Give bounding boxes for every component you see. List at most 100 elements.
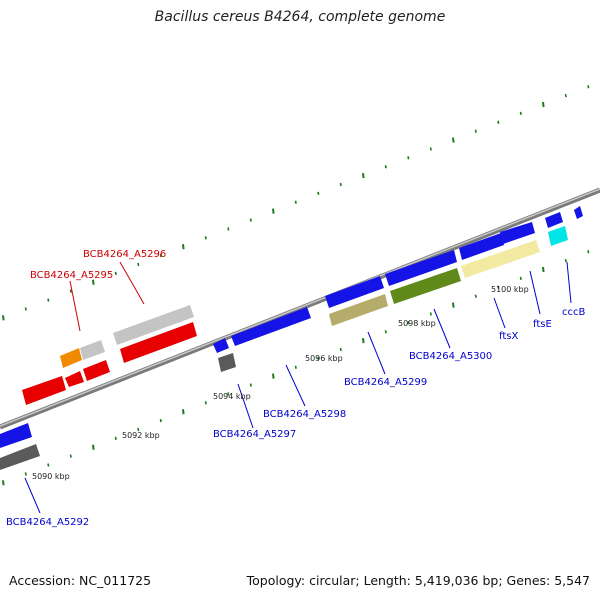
gene-arrow-blue-cccb[interactable] [574, 206, 583, 219]
leader-line-ftse [529, 270, 541, 315]
tick-mark [137, 427, 140, 432]
tick-mark [114, 436, 117, 441]
gene-arrow-blue-ftse[interactable] [500, 222, 535, 244]
gene-arrow-blue-a5298[interactable] [231, 307, 311, 346]
gene-arrow-cyan[interactable] [548, 226, 568, 246]
gene-arrow-grey[interactable] [80, 340, 105, 360]
tick-mark [137, 262, 140, 267]
gene-label-ftsx[interactable]: ftsX [499, 331, 518, 342]
leader-line-ftsx [493, 297, 506, 329]
gene-arrow-blue-small[interactable] [545, 212, 563, 228]
tick-mark [204, 236, 207, 240]
tick-mark [69, 289, 72, 293]
gene-labels: BCB4264_A5292 BCB4264_A5295 BCB4264_A529… [6, 249, 585, 528]
tick-mark [92, 444, 95, 450]
scale-label: 5096 kbp [305, 354, 343, 363]
gene-arrow-darkgrey-small[interactable] [218, 353, 236, 372]
gene-arrow-blue-a5299[interactable] [325, 276, 384, 308]
tick-mark [362, 337, 365, 344]
gene-label-a5299[interactable]: BCB4264_A5299 [344, 377, 427, 388]
tick-mark [294, 200, 297, 204]
scale-label: 5100 kbp [491, 285, 529, 294]
gene-arrow-red-3[interactable] [83, 360, 110, 381]
scale-label: 5094 kbp [213, 392, 251, 401]
gene-arrow-grey-long[interactable] [113, 305, 194, 345]
tick-mark [2, 480, 5, 486]
gene-arrow-olive-light[interactable] [329, 294, 388, 326]
tick-mark [159, 253, 162, 258]
gene-arrow-blue-a5292[interactable] [0, 423, 32, 448]
genome-summary-text: Topology: circular; Length: 5,419,036 bp… [246, 573, 590, 588]
tick-mark [272, 373, 275, 379]
tick-mark [519, 111, 522, 116]
features-upper [60, 206, 583, 368]
tick-mark [497, 120, 500, 124]
tick-mark [2, 315, 5, 321]
tick-mark [407, 156, 410, 160]
tick-mark [542, 101, 545, 108]
tick-mark [182, 409, 185, 415]
leader-line-a5295 [69, 280, 81, 332]
gene-label-a5296[interactable]: BCB4264_A5296 [83, 249, 166, 260]
tick-mark [272, 208, 275, 214]
tick-mark [497, 285, 500, 289]
tick-mark [564, 93, 567, 98]
gene-label-a5297[interactable]: BCB4264_A5297 [213, 429, 296, 440]
gene-arrow-yellow[interactable] [461, 240, 540, 278]
gene-label-a5292[interactable]: BCB4264_A5292 [6, 517, 89, 528]
tick-mark [317, 191, 320, 196]
tick-mark [114, 271, 117, 276]
tick-mark [452, 302, 455, 308]
tick-mark [317, 356, 320, 361]
gene-arrow-darkgrey[interactable] [0, 444, 40, 470]
gene-arrow-blue-a5297[interactable] [213, 338, 229, 353]
leader-line-a5298 [285, 364, 306, 407]
tick-mark [429, 312, 432, 316]
gene-label-a5295[interactable]: BCB4264_A5295 [30, 270, 113, 281]
tick-mark [69, 454, 72, 458]
scale-label: 5092 kbp [122, 431, 160, 440]
tick-mark [249, 218, 252, 222]
tick-mark [339, 347, 342, 352]
leader-line-a5299 [367, 331, 386, 375]
scale-label: 5090 kbp [32, 472, 70, 481]
tick-mark [362, 172, 365, 179]
tick-mark [294, 365, 297, 369]
tick-marks [2, 85, 590, 486]
tick-mark [227, 392, 230, 396]
tick-mark [474, 294, 477, 298]
tick-mark [384, 330, 387, 334]
tick-mark [587, 250, 590, 254]
leader-line-a5297 [237, 383, 254, 429]
scale-labels: 5090 kbp 5092 kbp 5094 kbp 5096 kbp 5098… [32, 285, 529, 481]
gene-arrow-red-1[interactable] [22, 376, 66, 405]
tick-mark [227, 227, 230, 231]
tick-mark [519, 276, 522, 281]
tick-mark [47, 298, 50, 302]
gene-label-cccb[interactable]: cccB [562, 307, 585, 318]
leader-line-cccb [566, 261, 572, 304]
tick-mark [587, 85, 590, 89]
tick-mark [47, 463, 50, 467]
tick-mark [24, 307, 27, 311]
tick-mark [92, 279, 95, 285]
gene-label-a5298[interactable]: BCB4264_A5298 [263, 409, 346, 420]
map-title: Bacillus cereus B4264, complete genome [154, 9, 446, 25]
gene-label-a5300[interactable]: BCB4264_A5300 [409, 351, 492, 362]
tick-mark [204, 401, 207, 405]
gene-arrow-blue-ftsx[interactable] [459, 233, 504, 260]
gene-arrow-red-long[interactable] [120, 322, 197, 363]
gene-arrow-olive[interactable] [390, 268, 461, 304]
gene-arrow-orange[interactable] [60, 348, 82, 368]
tick-mark [564, 258, 567, 263]
gene-arrow-red-2[interactable] [65, 371, 84, 387]
features-lower [0, 226, 568, 470]
genome-backbone-highlight [0, 188, 600, 427]
accession-text: Accession: NC_011725 [9, 573, 152, 588]
tick-mark [159, 418, 162, 423]
tick-mark [474, 129, 477, 133]
gene-label-ftse[interactable]: ftsE [533, 319, 552, 330]
gene-arrow-blue-a5300[interactable] [385, 250, 457, 286]
tick-mark [182, 244, 185, 250]
